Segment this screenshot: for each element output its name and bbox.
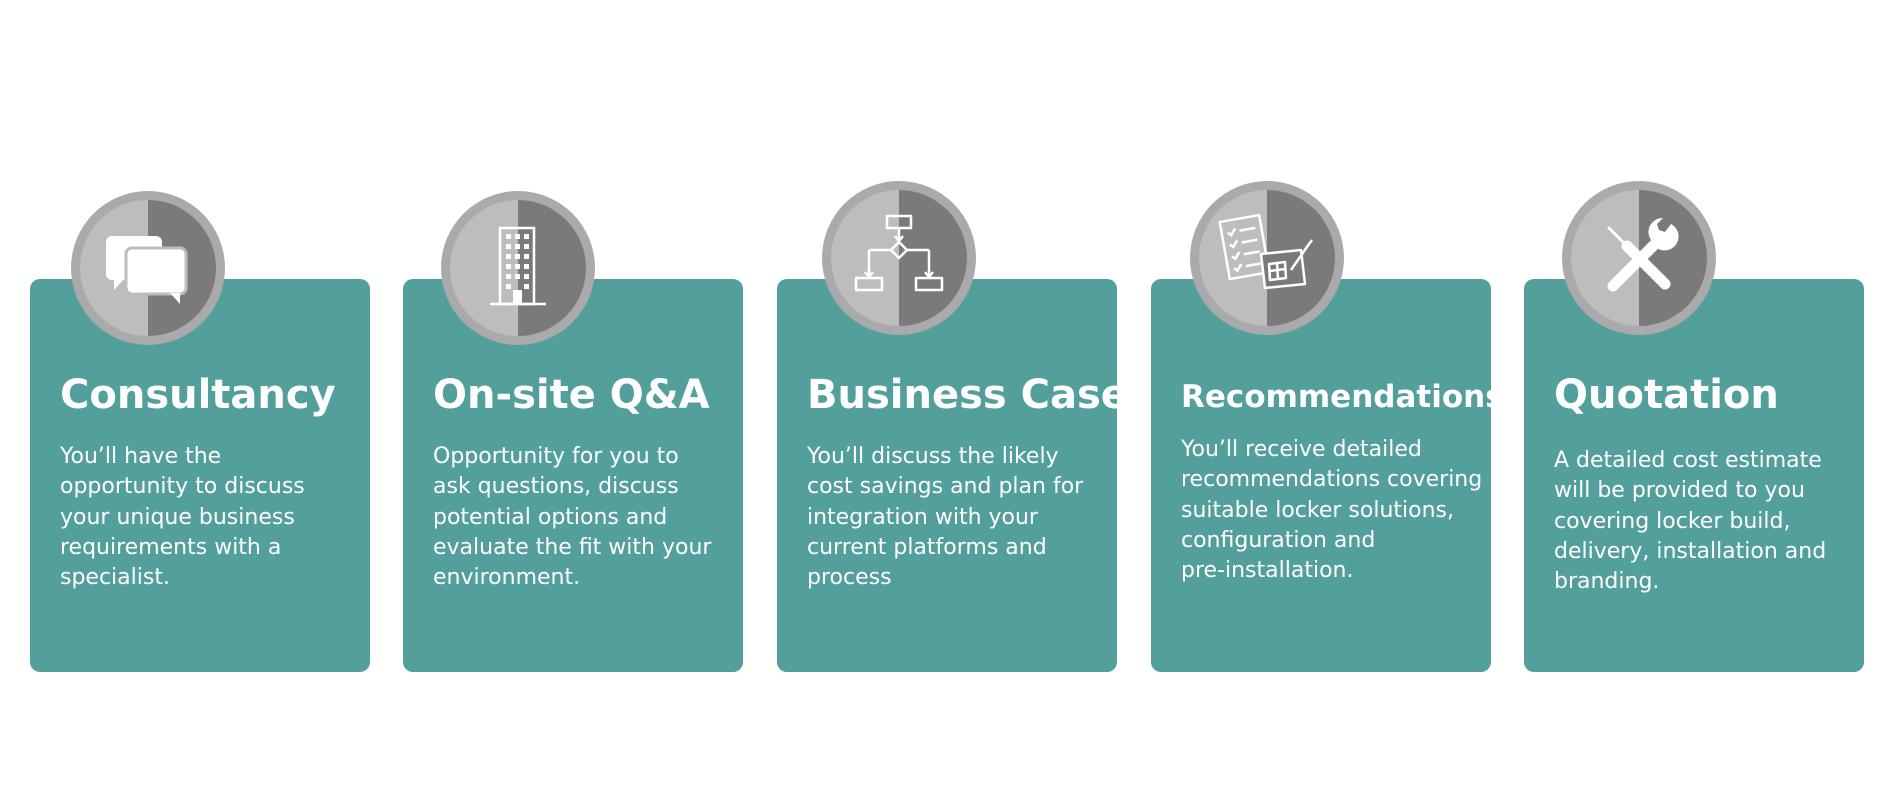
description-line: You’ll have the bbox=[60, 444, 222, 469]
description-line: ask questions, discuss bbox=[433, 474, 679, 500]
description-line: covering locker build, bbox=[1554, 508, 1791, 534]
checklist-blueprint-icon bbox=[1189, 180, 1345, 336]
description-line: Opportunity for you to bbox=[433, 444, 679, 469]
description-line: requirements with a bbox=[60, 534, 282, 560]
description-line: delivery, installation and bbox=[1554, 538, 1827, 564]
description-line: will be provided to you bbox=[1554, 478, 1805, 504]
description-line: integration with your bbox=[807, 504, 1038, 530]
step-description: A detailed cost estimate will be provide… bbox=[1554, 446, 1844, 597]
description-line: environment. bbox=[433, 565, 581, 591]
description-line: process bbox=[807, 565, 892, 591]
description-line: potential options and bbox=[433, 504, 668, 530]
step-title: Business Case bbox=[807, 372, 1128, 418]
step-title: Recommendations bbox=[1181, 379, 1504, 415]
step-card-business-case: Business Case You’ll discuss the likely … bbox=[777, 279, 1128, 672]
description-line: A detailed cost estimate bbox=[1554, 448, 1822, 473]
step-card-on-site-qa: On-site Q&A Opportunity for you to ask q… bbox=[403, 279, 743, 672]
office-building-icon bbox=[440, 190, 596, 346]
description-line: You’ll receive detailed bbox=[1181, 437, 1422, 462]
step-description: Opportunity for you to ask questions, di… bbox=[433, 442, 723, 593]
step-title: Consultancy bbox=[60, 372, 336, 418]
step-description: You’ll have the opportunity to discuss y… bbox=[60, 442, 350, 593]
speech-bubbles-icon bbox=[70, 190, 226, 346]
description-line: You’ll discuss the likely bbox=[807, 444, 1059, 469]
step-title: On-site Q&A bbox=[433, 372, 710, 418]
description-line: your unique business bbox=[60, 504, 295, 530]
description-line: branding. bbox=[1554, 569, 1660, 595]
description-line: opportunity to discuss bbox=[60, 474, 305, 500]
step-description: You’ll discuss the likely cost savings a… bbox=[807, 442, 1097, 593]
description-line: evaluate the fit with your bbox=[433, 534, 712, 560]
description-line: pre-installation. bbox=[1181, 558, 1354, 584]
description-line: cost savings and plan for bbox=[807, 474, 1084, 500]
flowchart-icon bbox=[821, 180, 977, 336]
description-line: configuration and bbox=[1181, 527, 1376, 553]
step-title: Quotation bbox=[1554, 372, 1779, 418]
screwdriver-wrench-icon bbox=[1561, 180, 1717, 336]
step-card-quotation: Quotation A detailed cost estimate will … bbox=[1524, 279, 1864, 672]
description-line: suitable locker solutions, bbox=[1181, 497, 1455, 523]
step-description: You’ll receive detailed recommendations … bbox=[1181, 435, 1482, 586]
description-line: current platforms and bbox=[807, 534, 1047, 560]
step-card-consultancy: Consultancy You’ll have the opportunity … bbox=[30, 279, 370, 672]
step-card-recommendations: Recommendations You’ll receive detailed … bbox=[1151, 279, 1504, 672]
description-line: specialist. bbox=[60, 565, 170, 591]
description-line: recommendations covering bbox=[1181, 467, 1483, 493]
